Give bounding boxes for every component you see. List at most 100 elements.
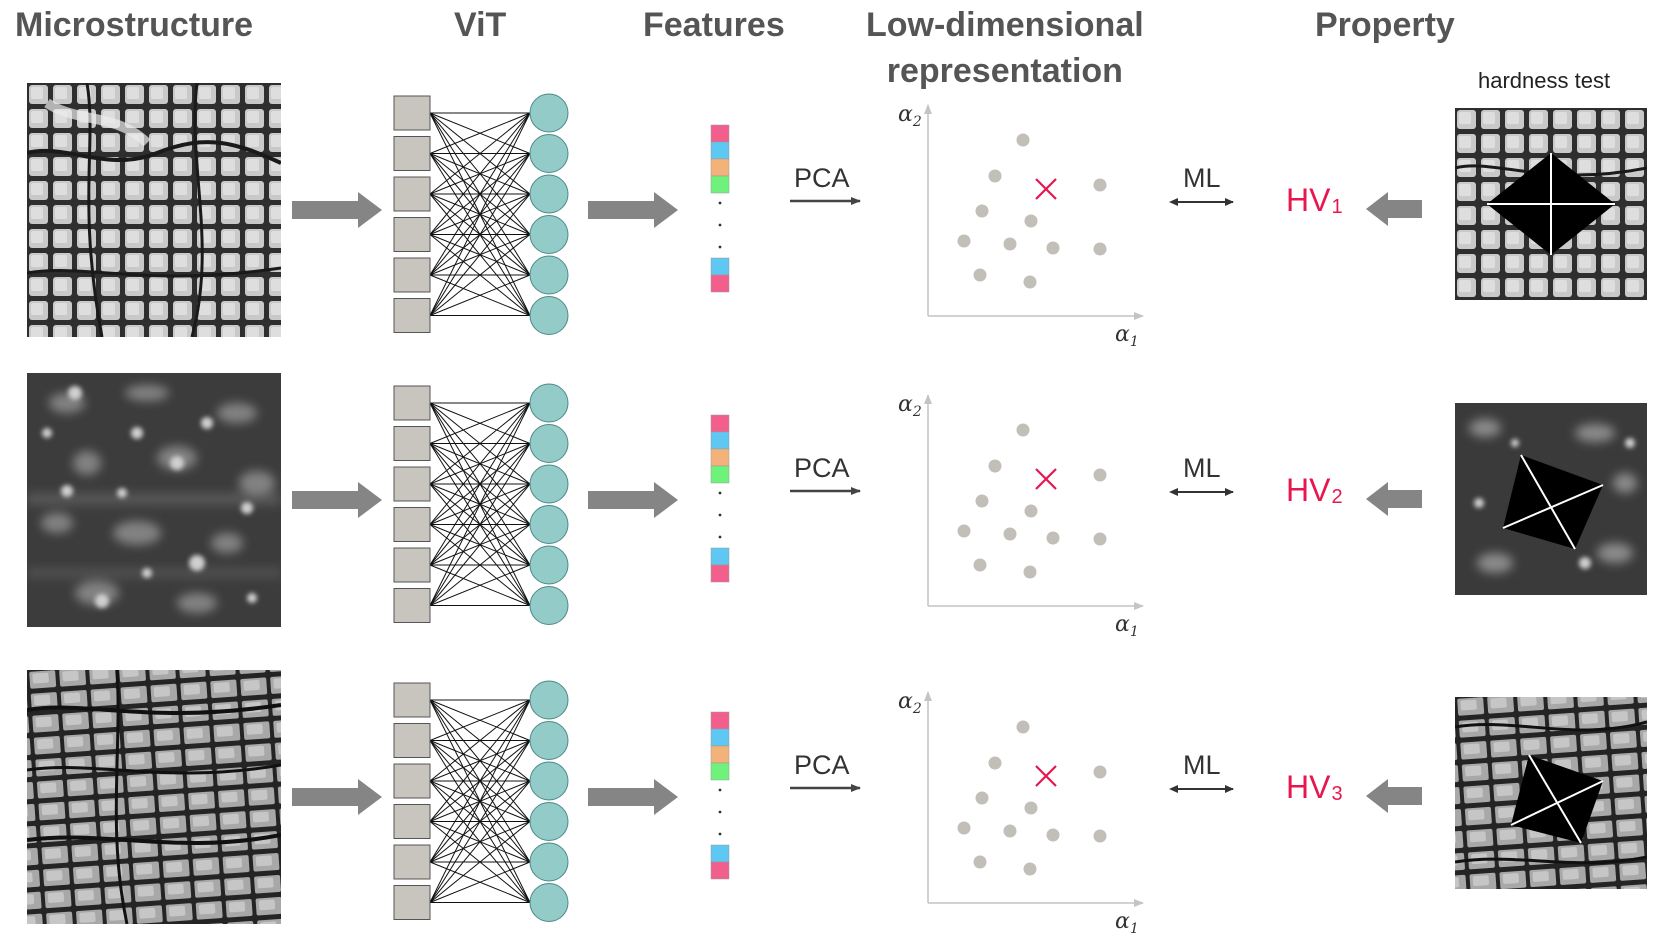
vit-connection-3-5-4	[429, 861, 531, 903]
vit-node-2-4	[529, 505, 569, 544]
scatter-point-3-10	[973, 855, 987, 869]
vit-token-2-6	[393, 588, 431, 623]
scatter-point-2-1	[1016, 423, 1030, 437]
vit-connection-1-1-0	[429, 112, 531, 154]
vit-connection-3-5-3	[429, 821, 531, 903]
vit-node-1-5	[529, 255, 569, 295]
feature-ellipsis-dot-2-3	[718, 535, 722, 539]
vit-node-1-3	[529, 174, 569, 214]
vit-connection-1-2-0	[429, 112, 531, 195]
vit-node-3-5	[529, 842, 569, 882]
feature-ellipsis-dot-3-3	[718, 832, 722, 836]
feature-cell-2-3	[710, 448, 730, 467]
vit-token-2-1	[393, 385, 431, 421]
vit-connection-3-3-0	[429, 699, 531, 822]
scatter-point-1-9	[1093, 242, 1107, 256]
vit-node-1-6	[529, 296, 569, 335]
header-property: Property	[1315, 6, 1455, 44]
scatter-point-2-6	[957, 524, 971, 538]
vit-token-3-3	[393, 763, 431, 799]
arrow-test-to-hv-3	[1366, 779, 1422, 813]
vit-connection-3-2-0	[429, 699, 531, 782]
arrow-image-to-vit-3	[292, 779, 382, 815]
vit-token-3-6	[393, 885, 431, 920]
vit-connection-1-5-3	[429, 234, 531, 316]
ml-label-3: ML	[1183, 750, 1221, 780]
vit-connection-2-3-0	[429, 402, 531, 525]
vit-connection-1-5-0	[429, 112, 531, 316]
feature-cell-2-last-2	[710, 564, 730, 583]
hv-prefix-1: HV	[1286, 182, 1331, 218]
vit-connection-2-5-4	[429, 564, 531, 606]
ml-label-2: ML	[1183, 453, 1221, 483]
hv-subscript-3: 3	[1331, 783, 1343, 805]
feature-ellipsis-dot-2-2	[718, 513, 722, 517]
axis-x-label-1: α1	[1115, 322, 1139, 350]
scatter-point-3-11	[1023, 862, 1037, 876]
vit-connection-2-4-0	[429, 402, 531, 566]
scatter-point-2-9	[1093, 532, 1107, 546]
vit-connection-2-2-0	[429, 402, 531, 485]
scatter-point-1-6	[957, 234, 971, 248]
arrow-vit-to-features-3	[588, 779, 678, 815]
arrow-vit-to-features-2	[588, 482, 678, 518]
vit-token-2-3	[393, 466, 431, 502]
feature-cell-3-4	[710, 762, 730, 781]
pca-label-3: PCA	[794, 750, 850, 780]
vit-connection-2-5-2	[429, 483, 531, 606]
vit-token-2-5	[393, 547, 431, 583]
vit-node-3-4	[529, 802, 569, 841]
hardness-test-image-3	[1455, 697, 1647, 889]
indent-diamond-3	[1511, 755, 1603, 843]
query-cross-b-3	[1035, 765, 1057, 787]
vit-node-1-2	[529, 134, 569, 173]
hv-prefix-3: HV	[1286, 769, 1331, 805]
axis-y-label-sub-3: 2	[912, 701, 922, 717]
pca-label-1: PCA	[794, 163, 850, 193]
hardness-indent-texture-1	[1455, 108, 1647, 300]
scatter-point-3-8	[1046, 828, 1060, 842]
vit-connection-3-5-0	[429, 699, 531, 903]
feature-ellipsis-dot-2-1	[718, 491, 722, 495]
header-microstructure: Microstructure	[15, 6, 254, 44]
vit-node-2-1	[529, 383, 569, 423]
scatter-point-1-2	[988, 169, 1002, 183]
scatter-point-1-3	[1093, 178, 1107, 192]
vit-token-1-2	[393, 136, 431, 171]
scatter-point-1-10	[973, 268, 987, 282]
vit-node-2-2	[529, 424, 569, 463]
vit-node-3-3	[529, 761, 569, 801]
feature-ellipsis-dot-1-1	[718, 201, 722, 205]
vit-token-3-1	[393, 682, 431, 718]
feature-ellipsis-dot-3-2	[718, 810, 722, 814]
vit-connection-2-5-1	[429, 443, 531, 606]
feature-cell-3-last-2	[710, 861, 730, 880]
feature-ellipsis-dot-3-1	[718, 788, 722, 792]
vit-connection-3-5-1	[429, 740, 531, 903]
vit-node-2-5	[529, 545, 569, 585]
scatter-point-2-7	[1003, 527, 1017, 541]
axis-y-label-3: α2	[898, 689, 922, 717]
arrow-test-to-hv-2	[1366, 482, 1422, 516]
scatter-point-2-10	[973, 558, 987, 572]
scatter-point-2-5	[1024, 504, 1038, 518]
feature-cell-3-1	[710, 711, 730, 730]
scatter-point-1-1	[1016, 133, 1030, 147]
microstructure-image-2	[27, 373, 281, 627]
vit-token-1-3	[393, 176, 431, 212]
vit-token-1-5	[393, 257, 431, 293]
axis-y-label-2: α2	[898, 392, 922, 420]
hv-prefix-2: HV	[1286, 472, 1331, 508]
scatter-point-3-9	[1093, 829, 1107, 843]
scatter-point-1-4	[975, 204, 989, 218]
vit-token-3-4	[393, 804, 431, 839]
vit-connection-3-1-0	[429, 699, 531, 741]
hardness-indent-texture-3	[1455, 697, 1647, 889]
hv-subscript-1: 1	[1331, 196, 1343, 218]
vit-connection-2-5-3	[429, 524, 531, 606]
microstructure-texture-3	[27, 670, 281, 924]
scatter-point-3-3	[1093, 765, 1107, 779]
scatter-point-3-6	[957, 821, 971, 835]
